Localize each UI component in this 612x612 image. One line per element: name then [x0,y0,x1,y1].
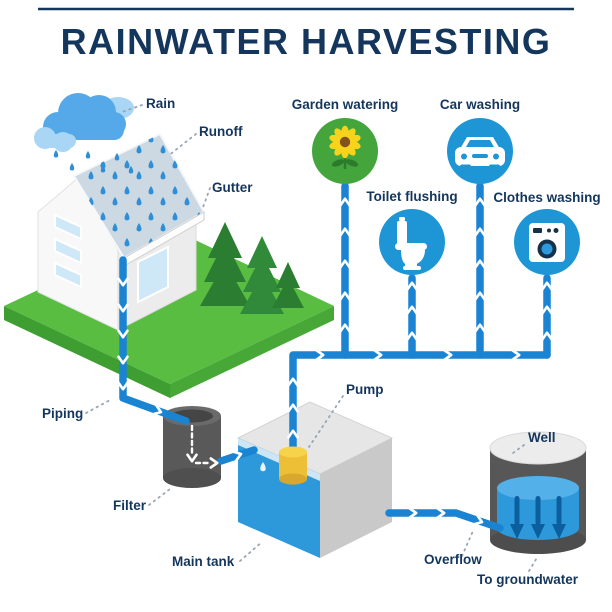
toilet-flushing-label: Toilet flushing [366,189,457,204]
label-runoff: Runoff [199,124,243,139]
rain-cloud-icon [34,93,134,174]
label-main-tank: Main tank [172,554,235,569]
usage-garden-watering: Garden watering [292,97,399,184]
tank-side [320,438,392,558]
pump-icon [260,446,307,485]
sunflower-icon [329,125,361,169]
label-pump: Pump [346,382,384,397]
pine-trees [200,222,304,314]
washing-machine-icon [529,223,565,262]
usage-clothes-washing: Clothes washing [493,190,601,275]
car-washing-label: Car washing [440,97,520,112]
header: RAINWATER HARVESTING [38,7,574,62]
label-piping: Piping [42,406,83,421]
clothes-washing-label: Clothes washing [493,190,600,205]
main-tank [236,401,394,558]
pine-tree-icon [200,222,250,306]
pipes [119,182,551,532]
label-filter: Filter [113,498,147,513]
label-well: Well [528,430,556,445]
filter-to-tank-pipe [217,446,258,465]
label-overflow: Overflow [424,552,482,567]
leader-lines [85,104,539,572]
garden-watering-label: Garden watering [292,97,399,112]
part-labels: Rain Runoff Gutter Piping Filter Main ta… [42,96,579,587]
distribution-pipe [289,351,551,456]
roof [72,132,206,260]
toilet-flushing-circle [379,209,445,275]
overflow-pipe [385,509,504,532]
windows [54,213,169,304]
label-gutter: Gutter [212,180,253,195]
usage-toilet-flushing: Toilet flushing [366,189,458,275]
car-icon [455,137,505,169]
pine-tree-icon [240,236,284,314]
toilet-icon [395,217,427,270]
downspout-pipe [119,256,190,425]
groundwater-arrows [510,496,566,539]
pine-tree-icon [272,262,304,308]
label-rain: Rain [146,96,175,111]
page-title: RAINWATER HARVESTING [61,21,552,62]
label-to-groundwater: To groundwater [477,572,579,587]
usage-car-washing: Car washing [440,97,520,184]
filter-flow-arrows [190,424,213,465]
house-illustration [37,132,206,331]
filter-cylinder [163,406,221,488]
